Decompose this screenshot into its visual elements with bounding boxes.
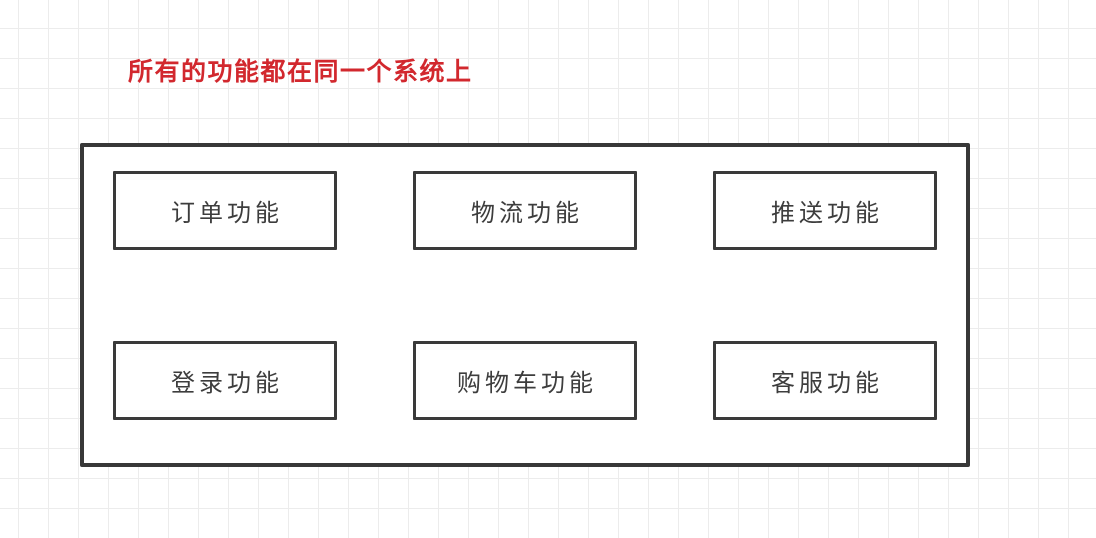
module-label-push: 推送功能 [771,200,883,227]
module-label-login: 登录功能 [171,370,283,397]
module-box-login: 登录功能 [113,341,337,420]
module-box-customer-service: 客服功能 [713,341,937,420]
module-box-cart: 购物车功能 [413,341,637,420]
module-box-order: 订单功能 [113,171,337,250]
system-container-box: 订单功能 物流功能 推送功能 登录功能 购物车功能 客服功能 [80,143,970,467]
module-label-cart: 购物车功能 [457,370,597,397]
module-label-order: 订单功能 [171,200,283,227]
module-box-logistics: 物流功能 [413,171,637,250]
module-label-logistics: 物流功能 [471,200,583,227]
diagram-title: 所有的功能都在同一个系统上 [128,58,473,86]
module-label-customer-service: 客服功能 [771,370,883,397]
module-box-push: 推送功能 [713,171,937,250]
